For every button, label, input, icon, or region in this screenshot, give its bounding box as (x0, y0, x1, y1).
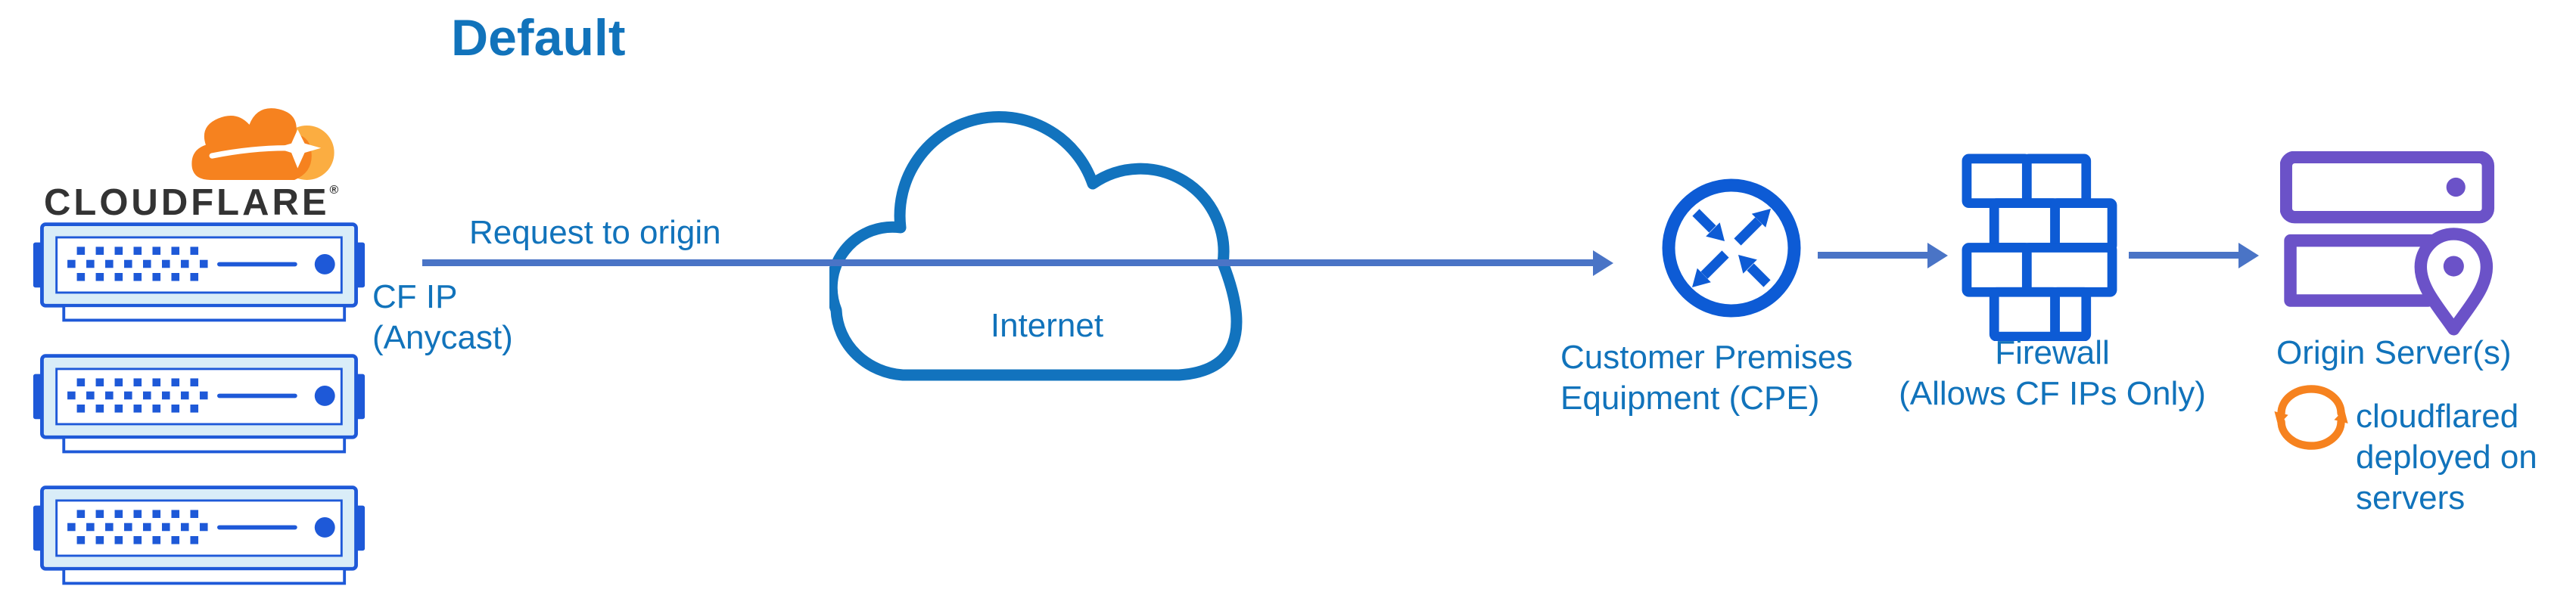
cloudflare-wordmark-text: CLOUDFLARE (44, 182, 330, 223)
request-arrow-line (422, 259, 1594, 266)
internet-label: Internet (990, 307, 1104, 344)
cpe-label-line2: Equipment (CPE) (1560, 380, 1820, 417)
cpe-to-firewall-arrow-line (1818, 252, 1927, 259)
origin-server-icon (2280, 151, 2495, 336)
firewall-label-line1: Firewall (1995, 334, 2110, 371)
cloudflare-server-icon (33, 222, 366, 322)
server-vent-dots (67, 510, 208, 544)
server-vent-dots (67, 378, 208, 413)
request-to-origin-label: Request to origin (469, 214, 721, 251)
cloudflare-server-icon (33, 485, 366, 585)
cpe-router-icon (1662, 178, 1801, 318)
firewall-to-origin-arrow-line (2129, 252, 2238, 259)
cloudflare-server-icon (33, 354, 366, 454)
server-vent-dots (67, 247, 208, 281)
firewall-to-origin-arrow-head (2238, 243, 2259, 268)
request-arrow-head (1593, 250, 1613, 276)
diagram-title: Default (451, 9, 626, 67)
cpe-label: Customer Premises Equipment (CPE) (1560, 337, 1853, 419)
cpe-label-line1: Customer Premises (1560, 339, 1853, 376)
firewall-icon (1962, 154, 2117, 341)
cloudflare-logo-icon (191, 108, 334, 180)
cloudflared-note-line2: deployed on (2356, 439, 2537, 476)
anycast-line: (Anycast) (372, 319, 513, 356)
internet-cloud-icon (829, 111, 1243, 381)
cpe-to-firewall-arrow-head (1927, 243, 1948, 268)
registered-trademark-symbol: ® (329, 184, 339, 197)
cloudflared-note: cloudflared deployed on servers (2356, 396, 2537, 519)
cloudflare-wordmark: CLOUDFLARE® (44, 181, 354, 224)
cf-ip-line: CF IP (372, 278, 458, 315)
cloudflared-note-line3: servers (2356, 479, 2466, 516)
cf-ip-anycast-label: CF IP (Anycast) (372, 277, 513, 358)
firewall-label: Firewall (Allows CF IPs Only) (1886, 333, 2219, 414)
origin-server-label: Origin Server(s) (2276, 334, 2512, 371)
sync-refresh-icon (2274, 385, 2348, 450)
firewall-label-line2: (Allows CF IPs Only) (1899, 375, 2206, 412)
cloudflared-note-line1: cloudflared (2356, 398, 2519, 435)
